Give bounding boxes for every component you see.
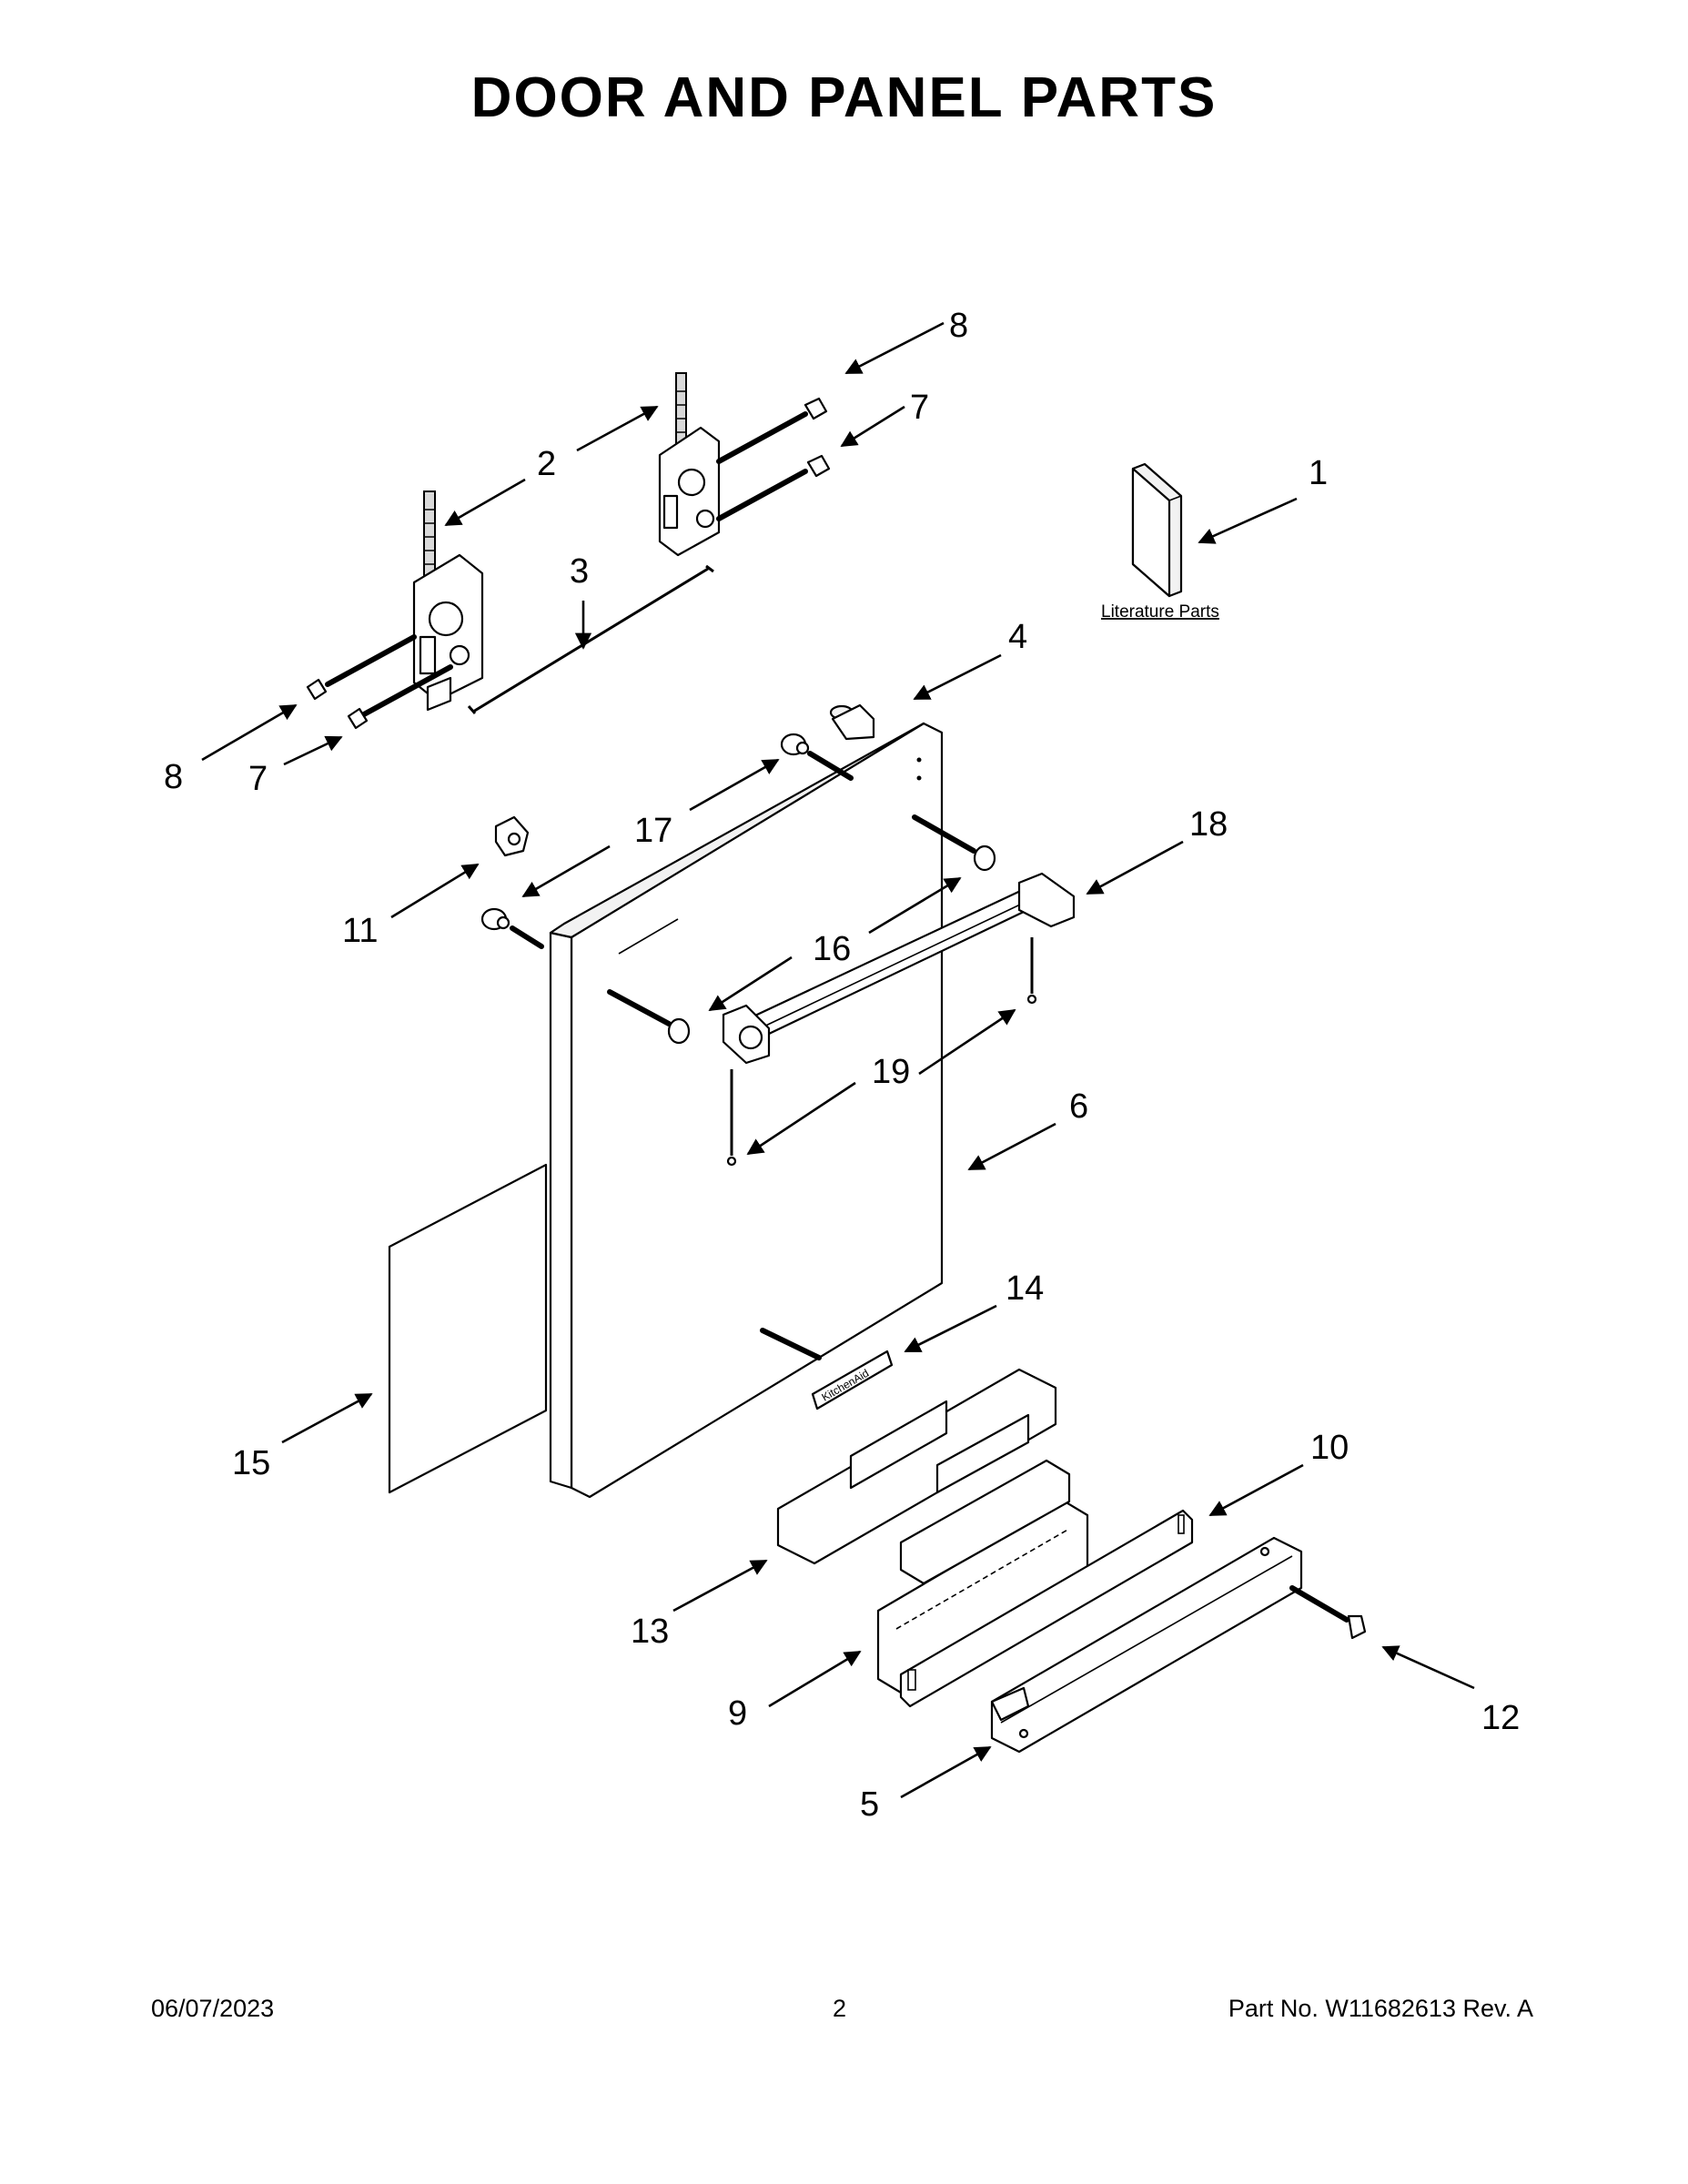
page-title: DOOR AND PANEL PARTS bbox=[470, 66, 1218, 129]
footer-part-number: Part No. W11682613 Rev. A bbox=[1228, 1995, 1533, 2022]
bumper-right-icon bbox=[912, 814, 996, 872]
callout-11: 11 bbox=[342, 912, 378, 950]
callout-10: 10 bbox=[1310, 1429, 1349, 1467]
callout-2: 2 bbox=[537, 445, 556, 483]
callout-1: 1 bbox=[1309, 454, 1328, 492]
footer-date: 06/07/2023 bbox=[151, 1995, 275, 2022]
left-hinge-icon bbox=[412, 490, 484, 712]
screw-8-right-icon bbox=[716, 397, 828, 464]
callout-17: 17 bbox=[634, 812, 672, 850]
callout-13: 13 bbox=[631, 1613, 669, 1651]
insulation-sheet-icon bbox=[388, 1163, 548, 1494]
callout-8-left: 8 bbox=[164, 758, 183, 796]
callout-5: 5 bbox=[860, 1785, 879, 1824]
toe-panel-strip-icon bbox=[899, 1509, 1194, 1708]
handle-set-screw-upper-icon bbox=[1026, 937, 1037, 1005]
callout-14: 14 bbox=[1006, 1269, 1044, 1308]
callout-8-right: 8 bbox=[949, 307, 968, 345]
callout-9: 9 bbox=[728, 1694, 747, 1733]
right-hinge-icon bbox=[658, 372, 721, 557]
screw-7-left-icon bbox=[347, 664, 453, 730]
bumper-left-icon bbox=[607, 989, 691, 1045]
screw-7-right-icon bbox=[716, 454, 831, 521]
callout-12: 12 bbox=[1481, 1699, 1520, 1737]
door-clip-icon bbox=[829, 703, 875, 741]
screw-8-left-icon bbox=[306, 634, 417, 701]
literature-parts-label: Literature Parts bbox=[1101, 602, 1219, 622]
callout-16: 16 bbox=[813, 930, 851, 968]
literature-parts-icon bbox=[1131, 462, 1183, 598]
toe-kick-panel-upper-icon bbox=[776, 1368, 1057, 1565]
footer-page-number: 2 bbox=[833, 1995, 847, 2022]
callout-7-right: 7 bbox=[910, 389, 929, 427]
door-handle-icon bbox=[722, 872, 1076, 1065]
handle-set-screw-lower-icon bbox=[726, 1069, 737, 1167]
bumper-screw-upper-icon bbox=[780, 733, 854, 781]
callout-6: 6 bbox=[1069, 1087, 1088, 1126]
callout-3: 3 bbox=[570, 552, 589, 591]
callout-4: 4 bbox=[1008, 618, 1027, 656]
leader-arrows bbox=[201, 321, 1475, 1799]
hinge-rod-icon bbox=[467, 564, 714, 714]
callout-19: 19 bbox=[872, 1053, 910, 1091]
nameplate-fastener-line bbox=[760, 1328, 822, 1360]
callout-7-left: 7 bbox=[248, 760, 268, 798]
door-panel-icon bbox=[549, 722, 944, 1499]
callout-15: 15 bbox=[232, 1444, 270, 1482]
bracket-screw-icon bbox=[1289, 1585, 1367, 1640]
callout-18: 18 bbox=[1189, 805, 1228, 844]
brand-nameplate-icon: KitchenAid bbox=[811, 1350, 894, 1410]
bumper-screw-lower-icon bbox=[480, 907, 544, 949]
door-latch-icon bbox=[494, 815, 530, 857]
toe-panel-bracket-icon bbox=[990, 1536, 1303, 1754]
